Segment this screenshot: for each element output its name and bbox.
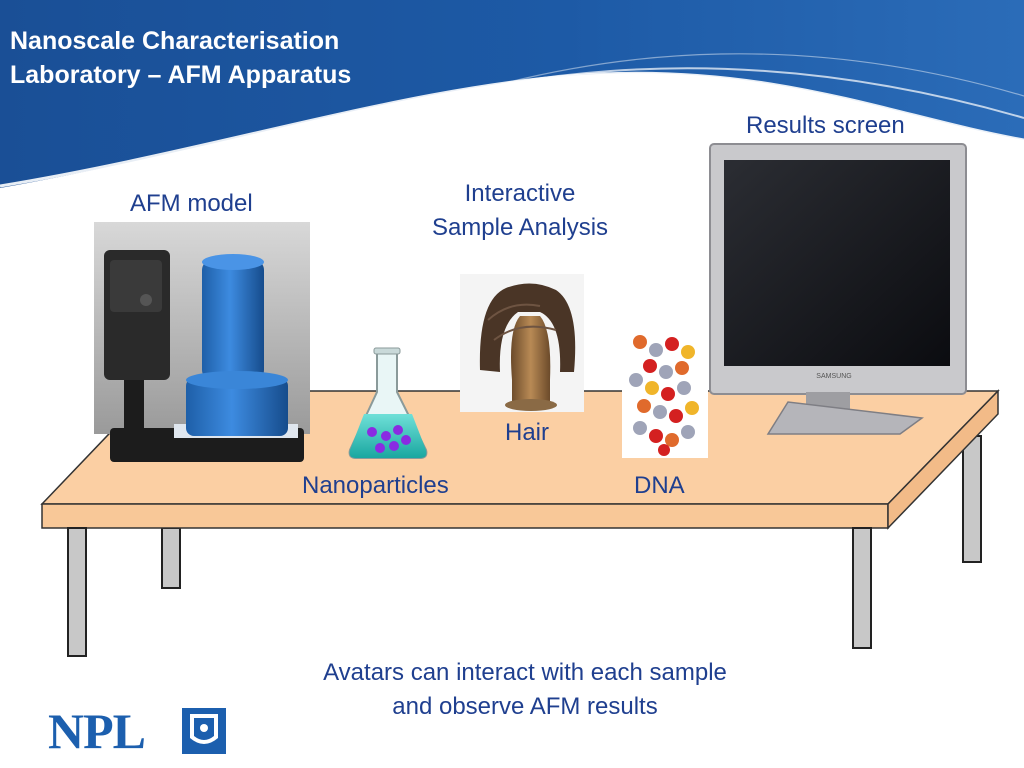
header-banner <box>0 0 1024 188</box>
interactive-label-line-1: Interactive <box>464 180 576 207</box>
npl-emblem-icon <box>182 708 226 754</box>
table-leg-front-right <box>852 527 872 649</box>
table-leg-front-left <box>67 527 87 657</box>
table-leg-back-left <box>161 527 181 589</box>
npl-logo: NPL <box>48 703 146 759</box>
slide-title: Nanoscale Characterisation Laboratory – … <box>10 24 351 92</box>
nanoparticles-label: Nanoparticles <box>302 472 449 499</box>
title-line-2: Laboratory – AFM Apparatus <box>10 61 352 89</box>
hair-wig-image[interactable] <box>460 274 584 412</box>
table-front-edge <box>41 503 889 529</box>
caption-line-1: Avatars can interact with each sample <box>323 659 727 686</box>
dna-label: DNA <box>634 472 685 499</box>
monitor-brand: SAMSUNG <box>816 373 851 380</box>
results-monitor-image[interactable]: SAMSUNG <box>709 143 967 435</box>
afm-model-image[interactable] <box>94 222 310 462</box>
dna-image[interactable] <box>622 330 708 458</box>
interactive-label-line-2: Sample Analysis <box>431 214 609 241</box>
npl-logo-text: NPL <box>48 703 146 759</box>
results-screen-label: Results screen <box>746 112 905 139</box>
interactive-analysis-label: Interactive Sample Analysis <box>400 177 640 245</box>
table-leg-back-right <box>962 435 982 563</box>
title-line-1: Nanoscale Characterisation <box>10 27 340 55</box>
caption: Avatars can interact with each sample an… <box>260 656 790 724</box>
hair-label: Hair <box>505 419 550 446</box>
caption-line-2: and observe AFM results <box>392 693 658 720</box>
afm-model-label: AFM model <box>130 190 253 217</box>
nanoparticles-flask-image[interactable] <box>348 347 428 459</box>
table-side-edge <box>887 389 999 530</box>
